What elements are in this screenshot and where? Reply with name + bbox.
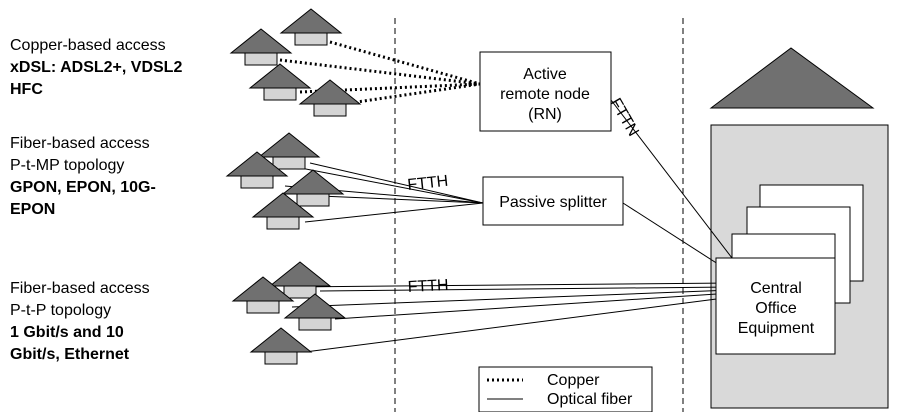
group-technology: 1 Gbit/s and 10	[10, 324, 124, 341]
building-roof	[709, 47, 875, 109]
remote-node-box: Active remote node (RN)	[479, 51, 612, 132]
group-title: Copper-based access	[10, 37, 166, 54]
house-icon	[284, 293, 346, 331]
central-office-label: Office	[755, 300, 797, 317]
group-title: Fiber-based access	[10, 135, 150, 152]
copper-link	[329, 40, 481, 86]
house-icon	[280, 8, 342, 46]
group-technology: xDSL: ADSL2+, VDSL2	[10, 59, 182, 76]
fiber-link	[291, 289, 733, 308]
remote-node-label: (RN)	[528, 106, 562, 123]
remote-node-label: remote node	[500, 86, 590, 103]
ptmp-houses	[226, 132, 344, 230]
fiber-link	[304, 202, 484, 223]
group-topology: P-t-MP topology	[10, 157, 124, 174]
legend-copper-label: Copper	[547, 372, 600, 389]
fiber-link	[309, 162, 484, 204]
group-topology: P-t-P topology	[10, 302, 111, 319]
group-ptmp-label: Fiber-based access P-t-MP topology GPON,…	[10, 135, 156, 218]
group-technology: EPON	[10, 201, 55, 218]
group-technology: Gbit/s, Ethernet	[10, 346, 130, 363]
central-office-label: Central	[750, 280, 802, 297]
fiber-link	[319, 286, 733, 292]
fiber-link-splitter-co	[622, 202, 733, 274]
group-technology: HFC	[10, 81, 43, 98]
group-technology: GPON, EPON, 10G-	[10, 179, 156, 196]
central-office-label: Equipment	[738, 320, 815, 337]
group-copper-label: Copper-based access xDSL: ADSL2+, VDSL2 …	[10, 37, 182, 98]
group-title: Fiber-based access	[10, 280, 150, 297]
remote-node-label: Active	[523, 66, 567, 83]
ftth-label: FTTH	[407, 277, 449, 296]
passive-splitter-box: Passive splitter	[482, 176, 624, 226]
house-icon	[250, 327, 312, 365]
legend: Copper Optical fiber	[478, 366, 653, 412]
copper-link	[279, 58, 481, 86]
fiber-link	[319, 195, 484, 204]
group-ptp-label: Fiber-based access P-t-P topology 1 Gbit…	[10, 280, 150, 363]
fiber-link	[304, 296, 733, 353]
house-icon	[249, 63, 311, 101]
fiber-link	[289, 282, 733, 288]
splitter-label: Passive splitter	[499, 194, 607, 211]
legend-fiber-label: Optical fiber	[547, 391, 633, 408]
fttn-label: FTTN	[607, 96, 642, 140]
central-office-equipment: Central Office Equipment	[715, 184, 864, 355]
fiber-link	[334, 292, 733, 320]
fiber-links	[284, 99, 733, 353]
house-icon	[299, 79, 361, 117]
copper-links	[279, 40, 481, 105]
copper-link	[349, 82, 481, 105]
ftth-label: FTTH	[407, 173, 449, 194]
fiber-link-fttn	[610, 99, 733, 259]
fiber-link	[284, 164, 484, 204]
